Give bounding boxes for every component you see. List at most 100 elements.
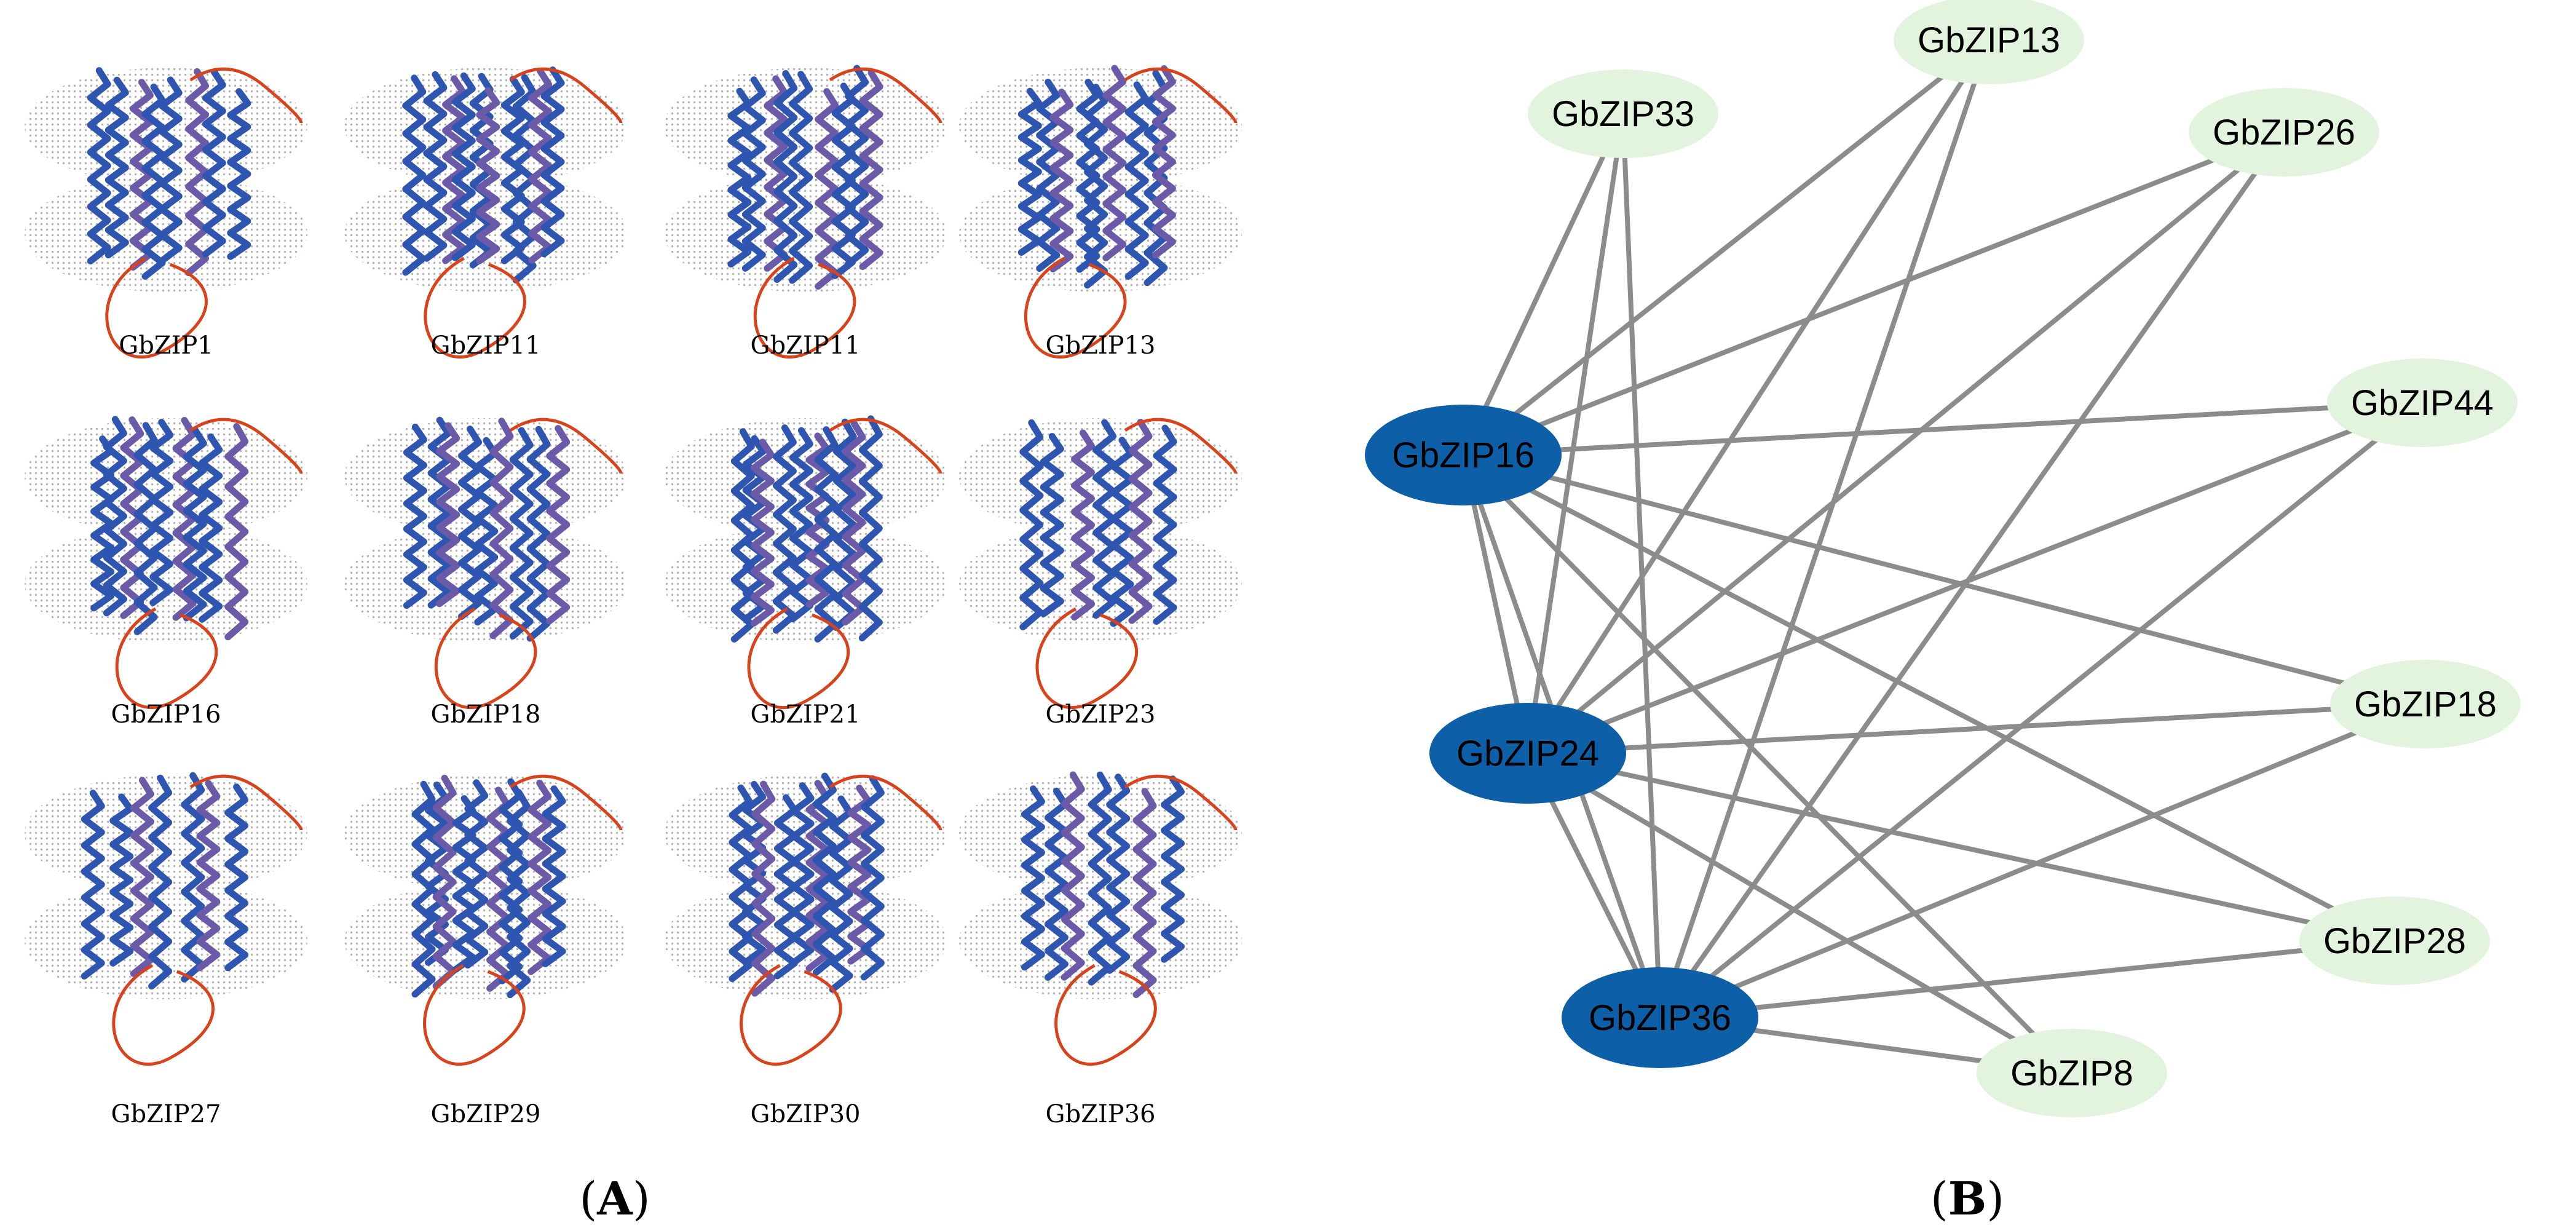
protein-structure-10: GbZIP30: [664, 772, 947, 1128]
disordered-loop: [753, 256, 856, 359]
protein-structure-8: GbZIP27: [25, 772, 307, 1128]
edge-GbZIP36-GbZIP26: [1657, 130, 2286, 1020]
structure-label: GbZIP11: [431, 331, 541, 360]
helix: [1019, 419, 1044, 630]
node-GbZIP16[interactable]: GbZIP16: [1365, 405, 1562, 505]
helix: [1132, 788, 1157, 999]
edge-GbZIP16-GbZIP33: [1461, 113, 1626, 456]
helix: [859, 69, 883, 271]
helix: [183, 426, 207, 622]
helix: [1044, 787, 1069, 981]
helix: [432, 774, 457, 989]
edge-GbZIP36-GbZIP33: [1621, 113, 1662, 1018]
node-GbZIP26[interactable]: GbZIP26: [2189, 88, 2379, 176]
helix: [1084, 84, 1108, 289]
helix: [149, 419, 174, 606]
helix: [858, 415, 883, 642]
helix: [199, 433, 223, 623]
node-GbZIP44[interactable]: GbZIP44: [2327, 358, 2518, 447]
helix: [805, 432, 830, 608]
helix: [842, 419, 866, 626]
disordered-loop: [747, 607, 850, 710]
helix: [474, 437, 499, 626]
helix: [1036, 78, 1061, 272]
disordered-loop: [1024, 256, 1127, 359]
helix: [815, 88, 839, 290]
protein-structure-11: GbZIP36: [959, 771, 1242, 1128]
node-ellipse: [2189, 88, 2379, 176]
helix: [423, 71, 448, 262]
edge-GbZIP36-GbZIP18: [1659, 702, 2427, 1020]
structure-label: GbZIP23: [1046, 700, 1156, 729]
node-label: GbZIP28: [2323, 921, 2466, 961]
node-label: GbZIP44: [2351, 383, 2494, 423]
protein-structure-2: GbZIP11: [664, 65, 947, 360]
helix: [224, 423, 249, 641]
helix: [109, 793, 134, 967]
structure-label: GbZIP29: [431, 1100, 541, 1128]
edge-GbZIP24-GbZIP28: [1527, 751, 2395, 943]
edge-GbZIP16-GbZIP28: [1462, 453, 2396, 943]
edge-GbZIP16-GbZIP18: [1462, 453, 2427, 707]
helix: [528, 67, 553, 264]
disordered-loop: [509, 67, 623, 124]
helix: [499, 778, 523, 984]
helix: [158, 76, 183, 264]
helix: [202, 68, 226, 258]
disordered-loop: [1124, 418, 1238, 474]
helix: [789, 71, 813, 284]
disordered-loop: [509, 774, 623, 831]
node-GbZIP33[interactable]: GbZIP33: [1528, 69, 1718, 158]
helix: [105, 76, 129, 259]
helix: [727, 87, 752, 267]
helix: [764, 75, 788, 272]
panel-b-label: (B): [1930, 1173, 2004, 1226]
edge-GbZIP24-GbZIP13: [1525, 38, 1991, 755]
disordered-loop: [424, 256, 526, 359]
node-GbZIP8[interactable]: GbZIP8: [1977, 1029, 2167, 1117]
helix: [526, 426, 551, 642]
helix: [103, 416, 127, 617]
helix: [1040, 433, 1064, 617]
network-edges: [1461, 38, 2427, 1075]
helix: [1124, 81, 1149, 280]
node-GbZIP36[interactable]: GbZIP36: [1562, 967, 1758, 1068]
disordered-loop: [1124, 774, 1238, 831]
disordered-loop: [1054, 964, 1157, 1066]
node-label: GbZIP36: [1589, 998, 1731, 1038]
structure-label: GbZIP1: [119, 331, 213, 360]
node-label: GbZIP8: [2010, 1053, 2133, 1093]
helix: [402, 74, 427, 276]
helix: [1110, 437, 1134, 627]
node-label: GbZIP18: [2354, 684, 2497, 724]
helix: [436, 422, 460, 608]
node-GbZIP24[interactable]: GbZIP24: [1429, 703, 1626, 804]
disordered-loop: [740, 964, 842, 1066]
node-ellipse: [1528, 69, 1718, 158]
protein-structure-9: GbZIP29: [344, 774, 627, 1128]
helix: [542, 785, 566, 967]
disordered-loop: [189, 418, 303, 474]
node-GbZIP28[interactable]: GbZIP28: [2299, 897, 2490, 985]
edge-GbZIP16-GbZIP26: [1462, 130, 2285, 458]
node-label: GbZIP24: [1456, 734, 1599, 774]
node-GbZIP18[interactable]: GbZIP18: [2330, 660, 2521, 748]
helix: [442, 75, 467, 264]
edge-GbZIP24-GbZIP33: [1525, 113, 1626, 754]
disordered-loop: [105, 256, 208, 359]
edge-GbZIP24-GbZIP18: [1527, 702, 2426, 756]
membrane-plane-upper: [664, 775, 947, 892]
membrane-plane-lower: [344, 526, 627, 643]
helix: [1106, 774, 1131, 974]
helix: [814, 426, 839, 643]
node-GbZIP13[interactable]: GbZIP13: [1894, 0, 2084, 84]
disordered-loop: [829, 774, 942, 831]
helix: [1017, 87, 1042, 256]
structure-label: GbZIP18: [431, 700, 541, 729]
helix: [546, 425, 571, 625]
node-ellipse: [2299, 897, 2490, 985]
